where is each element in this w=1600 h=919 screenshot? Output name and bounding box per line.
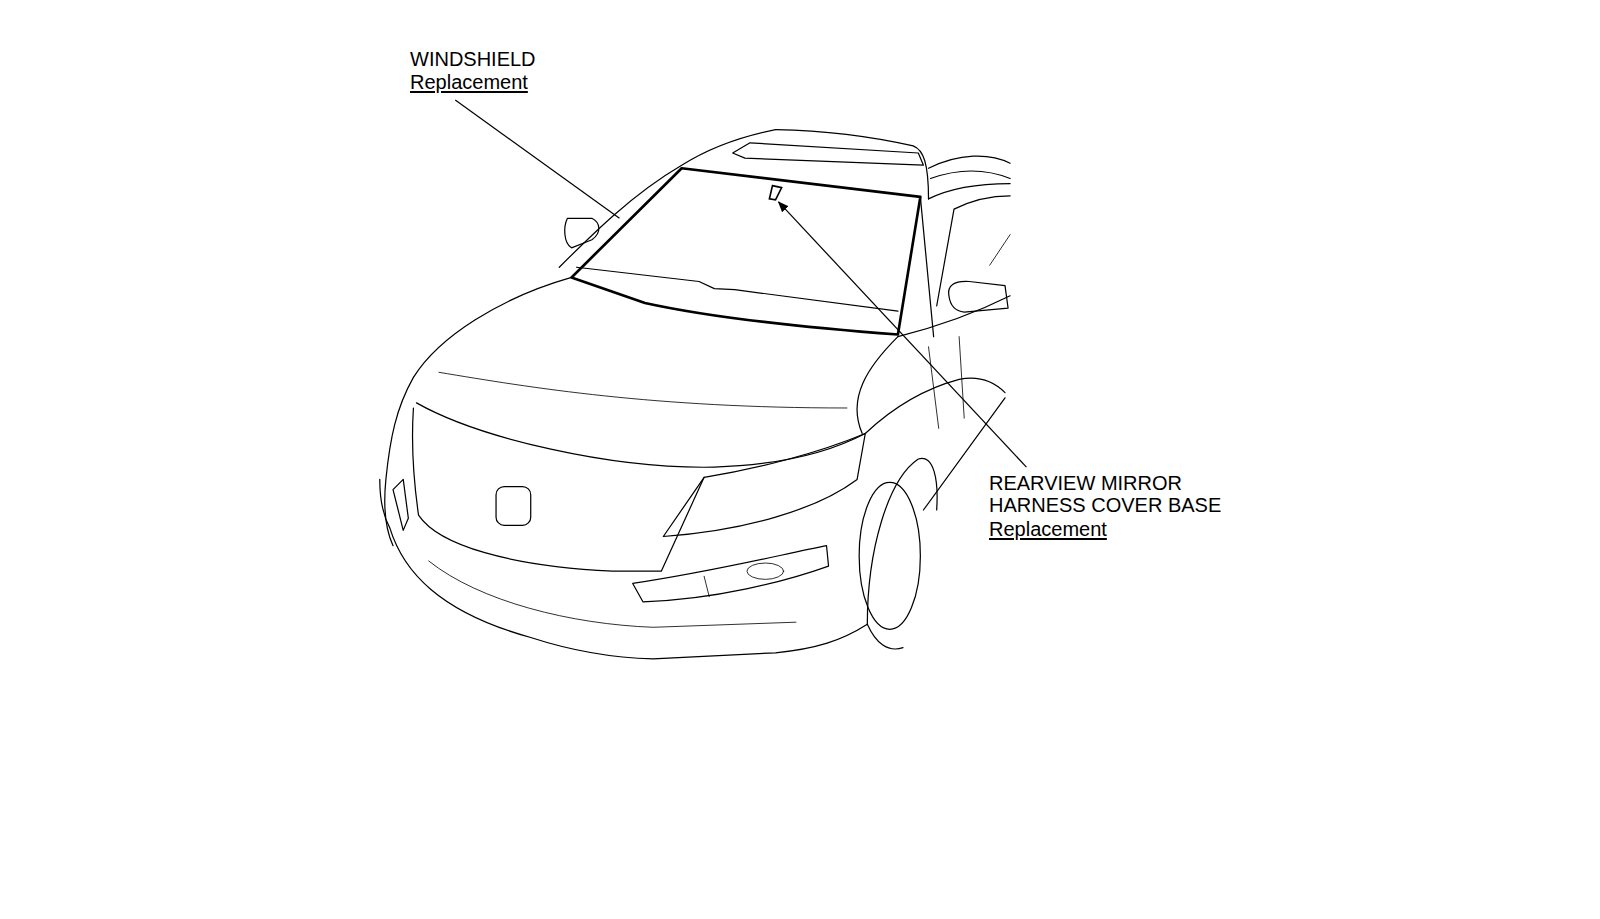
leader-line <box>779 202 1027 467</box>
windshield <box>572 168 921 334</box>
bumper <box>380 479 868 659</box>
belt-line <box>898 296 1010 337</box>
callout-label: WINDSHIELD <box>410 48 536 70</box>
side-window <box>937 196 1010 306</box>
fog-light <box>633 546 829 602</box>
callout-label: Replacement <box>410 71 528 93</box>
leader-line <box>455 100 619 218</box>
sunroof <box>733 143 924 165</box>
side-lamp <box>393 479 408 530</box>
bumper-line <box>429 561 796 627</box>
rear-roof <box>931 171 1011 179</box>
hood-crease <box>439 372 847 408</box>
label-text: REARVIEW MIRROR HARNESS COVER BASE <box>989 472 1221 516</box>
wheel <box>859 482 920 629</box>
label-text: WINDSHIELD <box>410 48 536 70</box>
rear-roof <box>929 156 1011 168</box>
door-line <box>990 235 1010 266</box>
harness-cover-base <box>769 186 781 200</box>
wheel-arch <box>867 458 937 624</box>
hood-front <box>416 403 865 467</box>
callout-label: Replacement <box>989 518 1107 540</box>
callout-label: REARVIEW MIRROR HARNESS COVER BASE <box>989 472 1274 516</box>
grille <box>413 408 704 571</box>
cowl <box>577 267 898 311</box>
label-text: Replacement <box>989 518 1107 540</box>
headlight <box>663 433 865 536</box>
emblem <box>496 487 531 526</box>
hood-edge <box>857 337 898 434</box>
label-text: Replacement <box>410 71 528 93</box>
door-mirror <box>949 281 1009 312</box>
a-pillar <box>920 197 933 337</box>
fender <box>865 378 1005 433</box>
fog-lamp <box>747 563 784 579</box>
tire <box>867 624 903 649</box>
fog-light <box>704 576 709 596</box>
door-mirror <box>565 218 599 248</box>
door-line <box>929 337 965 429</box>
